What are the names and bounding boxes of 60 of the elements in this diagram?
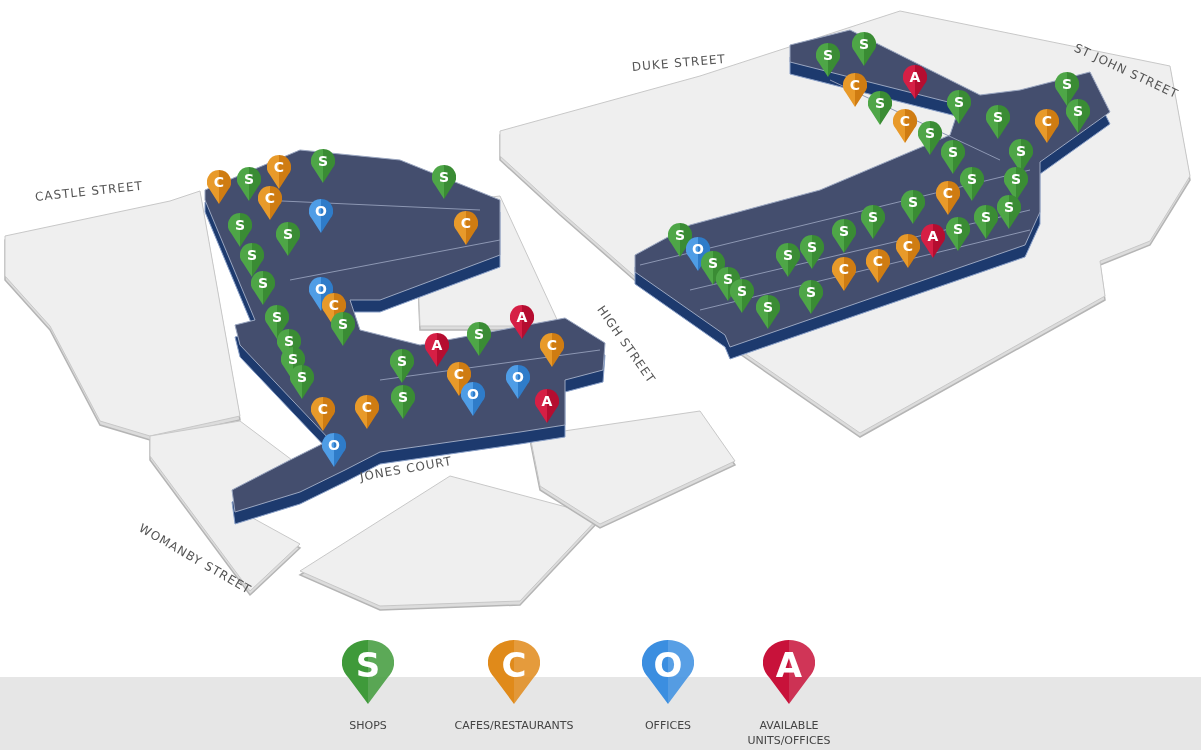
map-pin: A xyxy=(425,333,449,367)
map-pin: A xyxy=(921,224,945,258)
map-pin: S xyxy=(868,91,892,125)
map-pin: S xyxy=(311,149,335,183)
map-pin: S xyxy=(432,165,456,199)
map-pin: S xyxy=(390,349,414,383)
map-pin: S xyxy=(799,280,823,314)
street-name: JONES COURT xyxy=(358,453,454,484)
map-pin: S xyxy=(960,167,984,201)
map-pin: S xyxy=(800,235,824,269)
map-pin: C xyxy=(936,181,960,215)
map-pin: S xyxy=(331,312,355,346)
map-pin: C xyxy=(540,333,564,367)
map-pin: C xyxy=(843,73,867,107)
map-pin: C xyxy=(866,249,890,283)
map-pin: A xyxy=(903,65,927,99)
map-pin: S xyxy=(947,90,971,124)
map-pin: C xyxy=(207,170,231,204)
map-pin: S xyxy=(901,190,925,224)
map-pin: C xyxy=(311,397,335,431)
legend-label: SHOPS xyxy=(348,718,388,733)
map-pin: S xyxy=(1066,99,1090,133)
map-pin: C xyxy=(454,211,478,245)
map-pin: C xyxy=(1035,109,1059,143)
map-pin: A xyxy=(510,305,534,339)
map-pin: S xyxy=(251,271,275,305)
map-pin: C xyxy=(832,257,856,291)
map-pin: S xyxy=(918,121,942,155)
map-pin: A xyxy=(535,389,559,423)
street-name: DUKE STREET xyxy=(631,51,727,74)
map-pin: O xyxy=(322,433,346,467)
map-pin: S xyxy=(240,243,264,277)
legend-label: OFFICES xyxy=(643,718,693,733)
map-pin: S xyxy=(986,105,1010,139)
map-pin: C xyxy=(355,395,379,429)
map-pin: S xyxy=(832,219,856,253)
map-pin: S xyxy=(228,213,252,247)
map-pin: S xyxy=(861,205,885,239)
map-pin: S xyxy=(852,32,876,66)
map-pin: S xyxy=(756,295,780,329)
map-pin: C xyxy=(896,234,920,268)
map-pin: S xyxy=(391,385,415,419)
map-pin: S xyxy=(997,195,1021,229)
map-pin: S xyxy=(776,243,800,277)
map-pin: C xyxy=(258,186,282,220)
map-pin: S xyxy=(816,43,840,77)
map-pin: S xyxy=(290,365,314,399)
map-pin: C xyxy=(893,109,917,143)
map-pin: C xyxy=(267,155,291,189)
legend-label: CAFES/RESTAURANTS xyxy=(453,718,575,733)
legend-label: AVAILABLE UNITS/OFFICES xyxy=(746,718,832,748)
map-pin: O xyxy=(506,365,530,399)
map-pin: S xyxy=(237,167,261,201)
map-pin: S xyxy=(467,322,491,356)
map-pin: S xyxy=(941,140,965,174)
map-pin: S xyxy=(974,205,998,239)
map-pin: S xyxy=(946,217,970,251)
map-pin: O xyxy=(309,199,333,233)
street-name: CASTLE STREET xyxy=(34,178,144,204)
map-pin: S xyxy=(276,222,300,256)
